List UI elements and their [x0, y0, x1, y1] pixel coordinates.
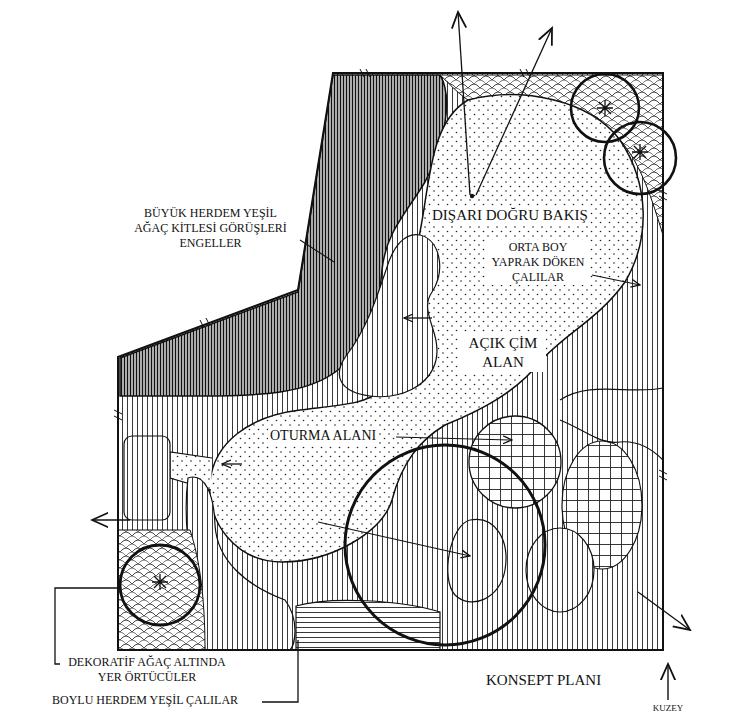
plan-title: KONSEPT PLANI: [486, 671, 601, 690]
groundcover-area: [118, 530, 205, 650]
plan-label: AÇIK ÇİM ALAN: [460, 334, 546, 372]
tree-canopy: [345, 445, 545, 645]
plan-label: BÜYÜK HERDEM YEŞİL AĞAÇ KİTLESİ GÖRÜŞLER…: [128, 206, 293, 251]
shrub-mass: [526, 528, 594, 612]
view-arrow: [458, 12, 470, 195]
tree-symbol: [604, 122, 676, 194]
leader-line: [55, 588, 120, 664]
boundary-ticks: [114, 69, 667, 480]
shrub-mass: [339, 235, 439, 397]
shrub-mass: [469, 416, 561, 508]
small-arrow: [222, 463, 242, 464]
shrub-outline: [560, 420, 663, 460]
view-arrow: [638, 592, 690, 630]
leader-line: [262, 640, 298, 702]
view-arrow: [92, 519, 130, 520]
small-arrow: [404, 317, 432, 318]
north-label: KUZEY: [648, 703, 688, 714]
shrub-mass: [448, 519, 506, 602]
site-planting: [118, 73, 663, 650]
plan-label: DEKORATİF AĞAÇ ALTINDA YER ÖRTÜCÜLER: [58, 655, 236, 685]
view-arrow: [476, 28, 552, 195]
view-point: [470, 194, 474, 198]
tree-star: [597, 100, 613, 116]
leader-line: [300, 240, 334, 262]
site-boundary: [118, 73, 663, 650]
shrub-outline: [560, 388, 663, 400]
leader-line: [318, 522, 470, 556]
shrub-mass: [124, 436, 170, 520]
tree-symbol: [571, 74, 639, 142]
leader-line: [396, 437, 512, 440]
leader-line: [592, 275, 640, 285]
plan-label: OTURMA ALANI: [268, 427, 378, 445]
plan-label: DIŞARI DOĞRU BAKIŞ: [430, 206, 590, 225]
tree-star: [152, 574, 168, 590]
evergreen-mass: [120, 75, 447, 396]
plan-label: BOYLU HERDEM YEŞİL ÇALILAR: [52, 693, 238, 708]
north-arrow: [667, 664, 668, 700]
tree-symbol: [120, 545, 200, 625]
plan-label: ORTA BOY YAPRAK DÖKEN ÇALILAR: [486, 240, 590, 285]
tree-star: [632, 144, 648, 160]
